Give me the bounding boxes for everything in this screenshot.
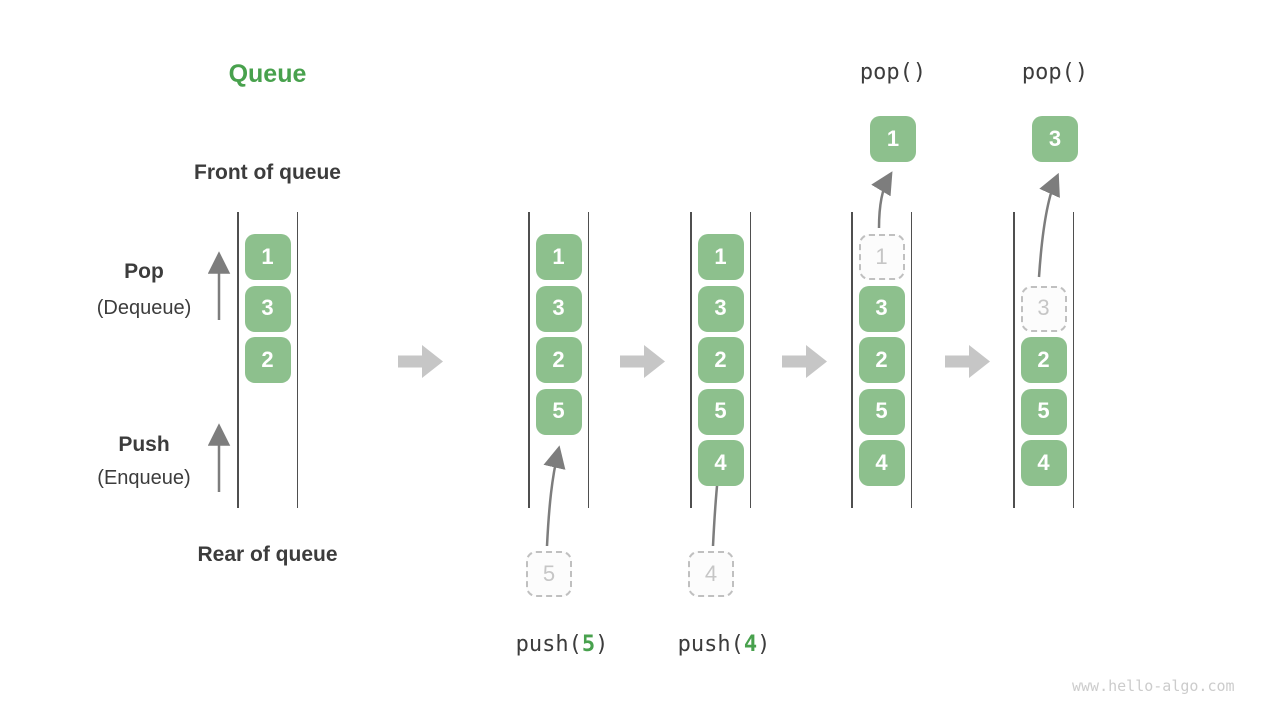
front-of-queue-label: Front of queue: [194, 161, 341, 184]
queue-cell: 3: [858, 285, 905, 332]
pop-label: Pop: [124, 260, 164, 283]
rear-of-queue-label: Rear of queue: [197, 543, 338, 566]
pushed-value-ghost-cell: 4: [688, 551, 734, 597]
pop-operation-label: pop(): [859, 60, 927, 85]
queue-cell: 2: [858, 337, 905, 383]
queue-left-wall: [528, 212, 530, 508]
queue-right-wall: [1072, 212, 1074, 508]
queue-cell: 5: [697, 388, 744, 435]
queue-left-wall: [237, 212, 239, 508]
queue-cell: 2: [244, 337, 291, 383]
queue-cell: 2: [697, 337, 744, 383]
push-call-text: ): [757, 632, 771, 657]
push-call-text: ): [595, 632, 609, 657]
queue-cell-dashed: 3: [1020, 285, 1067, 332]
push-call-text: push(: [515, 632, 582, 657]
queue-cell: 3: [535, 285, 582, 332]
queue-right-wall: [749, 212, 751, 508]
push-operation-label: push(4): [654, 632, 794, 658]
diagram-title: Queue: [228, 60, 307, 88]
queue-cell: 2: [1020, 337, 1067, 383]
queue-cell: 4: [697, 440, 744, 486]
queue-left-wall: [1013, 212, 1015, 508]
push-argument: 4: [743, 632, 758, 657]
queue-cell-dashed: 1: [858, 234, 905, 280]
queue-cell: 2: [535, 337, 582, 383]
pop-operation-label: pop(): [1021, 60, 1089, 85]
queue-left-wall: [851, 212, 853, 508]
push-operation-label: push(5): [492, 632, 632, 658]
queue-cell: 3: [244, 285, 291, 332]
queue-left-wall: [690, 212, 692, 508]
queue-cell: 4: [858, 440, 905, 486]
queue-cell: 1: [535, 234, 582, 280]
push-argument: 5: [581, 632, 596, 657]
popped-value-cell: 3: [1032, 116, 1078, 162]
queue-cell: 5: [1020, 388, 1067, 435]
watermark: www.hello-algo.com: [1072, 677, 1235, 695]
push-call-text: push(: [677, 632, 744, 657]
popped-value-cell: 1: [870, 116, 916, 162]
queue-cell: 5: [535, 388, 582, 435]
queue-right-wall: [910, 212, 912, 508]
pushed-value-ghost-cell: 5: [526, 551, 572, 597]
enqueue-alias-label: (Enqueue): [97, 467, 191, 489]
queue-cell: 4: [1020, 440, 1067, 486]
queue-cell: 5: [858, 388, 905, 435]
queue-cell: 1: [244, 234, 291, 280]
queue-cell: 1: [697, 234, 744, 280]
dequeue-alias-label: (Dequeue): [96, 297, 192, 319]
queue-right-wall: [587, 212, 589, 508]
push-label: Push: [118, 433, 170, 456]
queue-right-wall: [296, 212, 298, 508]
queue-cell: 3: [697, 285, 744, 332]
